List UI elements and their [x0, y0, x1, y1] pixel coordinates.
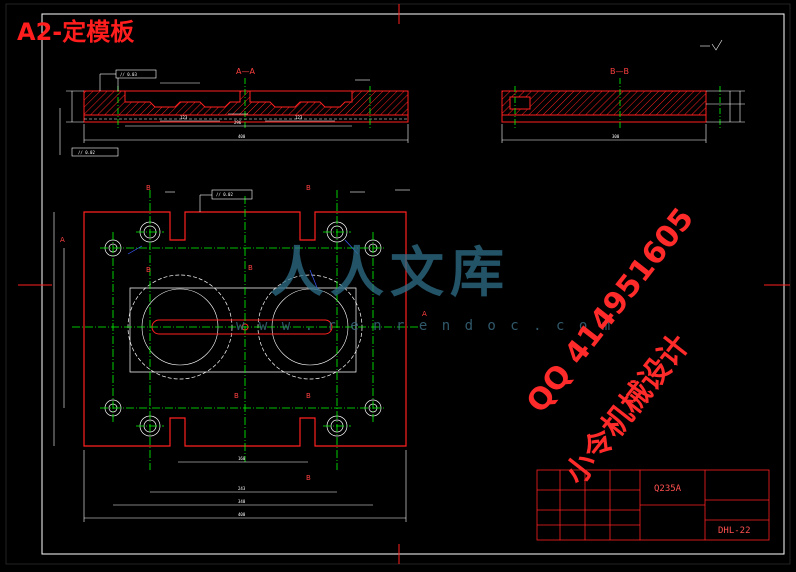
svg-text:// 0.02: // 0.02	[216, 192, 233, 197]
svg-text:300: 300	[612, 134, 620, 139]
svg-text:B: B	[306, 184, 311, 192]
title-block	[536, 469, 770, 541]
section-bb-view: 300	[501, 78, 745, 143]
watermark-url: w w w . r e n r e n d o c . c o m	[236, 318, 614, 334]
title-block-drawing-no: DHL-22	[718, 526, 751, 536]
svg-text:// 0.02: // 0.02	[78, 150, 95, 155]
roughness-symbol	[700, 39, 723, 51]
centering-marks	[18, 4, 790, 564]
title-block-material: Q235A	[654, 484, 682, 494]
inner-frame	[5, 3, 791, 565]
svg-text:123: 123	[295, 115, 303, 120]
svg-text:// 0.03: // 0.03	[120, 72, 137, 77]
svg-text:243: 243	[238, 486, 246, 491]
section-aa-view: 400 296 123 123 // 0.02 // 0.03	[59, 69, 409, 157]
svg-text:123: 123	[180, 115, 188, 120]
svg-text:400: 400	[238, 134, 246, 139]
section-bb-label: B—B	[610, 67, 629, 76]
svg-text:A: A	[60, 236, 65, 244]
svg-text:296: 296	[234, 120, 242, 125]
section-aa-label: A—A	[236, 67, 255, 76]
svg-text:B: B	[146, 266, 151, 274]
plan-view: 400 340 243 160 // 0.02 B B B B B A A B …	[53, 184, 427, 522]
svg-text:400: 400	[238, 512, 246, 517]
outer-frame	[41, 13, 785, 555]
section-markers: B B B B B A A B B	[60, 184, 427, 482]
svg-text:A: A	[422, 310, 427, 318]
svg-text:B: B	[306, 474, 311, 482]
watermark-text: 人人文库	[270, 241, 510, 304]
svg-text:B: B	[306, 392, 311, 400]
svg-text:B: B	[146, 184, 151, 192]
svg-text:340: 340	[238, 499, 246, 504]
svg-text:160: 160	[238, 456, 246, 461]
sheet-title: A2-定模板	[17, 18, 135, 46]
svg-text:B: B	[234, 392, 239, 400]
svg-text:B: B	[248, 264, 253, 272]
